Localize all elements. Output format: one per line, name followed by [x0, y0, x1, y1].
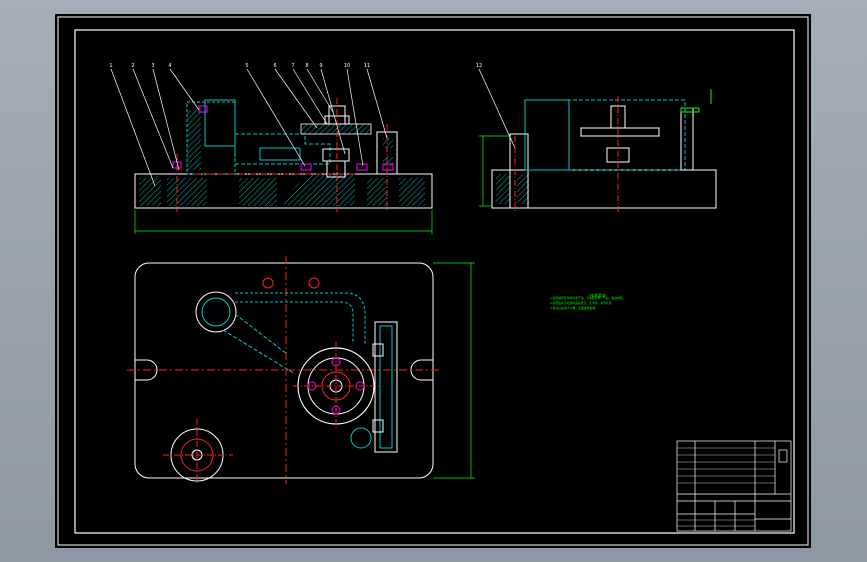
balloon-4: 4 [168, 63, 171, 69]
front-section-view: 1 2 3 4 5 6 7 8 9 10 11 [109, 63, 433, 234]
inner-frame [74, 29, 795, 534]
balloon-5: 5 [245, 63, 248, 69]
fixture-assembly-drawing: 1 2 3 4 5 6 7 8 9 10 11 [57, 16, 809, 546]
note-line-3: 3.未注公差按IT12级，表面发黑处理。 [550, 306, 598, 310]
balloon-11: 11 [364, 63, 370, 69]
balloon-8: 8 [305, 63, 308, 69]
outer-frame [57, 16, 809, 546]
note-line-1: 1.装配前所有零件清洗干净，不得有毛刺，飞边，锐边倒钝。 [550, 296, 625, 300]
note-line-2: 2.装配后各活动部件运动灵活，无卡滞，夹紧可靠。 [550, 301, 614, 305]
balloon-6: 6 [273, 63, 276, 69]
balloon-1: 1 [109, 63, 112, 69]
balloon-7: 7 [291, 63, 294, 69]
balloon-10: 10 [344, 63, 350, 69]
balloon-3: 3 [151, 63, 154, 69]
title-block [676, 440, 792, 532]
drawing-sheet[interactable]: 1 2 3 4 5 6 7 8 9 10 11 [55, 14, 811, 548]
balloon-12: 12 [476, 63, 482, 69]
notes-heading: 技术要求 [590, 292, 606, 298]
top-view [127, 256, 475, 484]
side-view: 12 [476, 63, 717, 212]
balloon-9: 9 [319, 63, 322, 69]
technical-notes: 技术要求 1.装配前所有零件清洗干净，不得有毛刺，飞边，锐边倒钝。 2.装配后各… [550, 292, 625, 310]
balloon-2: 2 [131, 63, 134, 69]
